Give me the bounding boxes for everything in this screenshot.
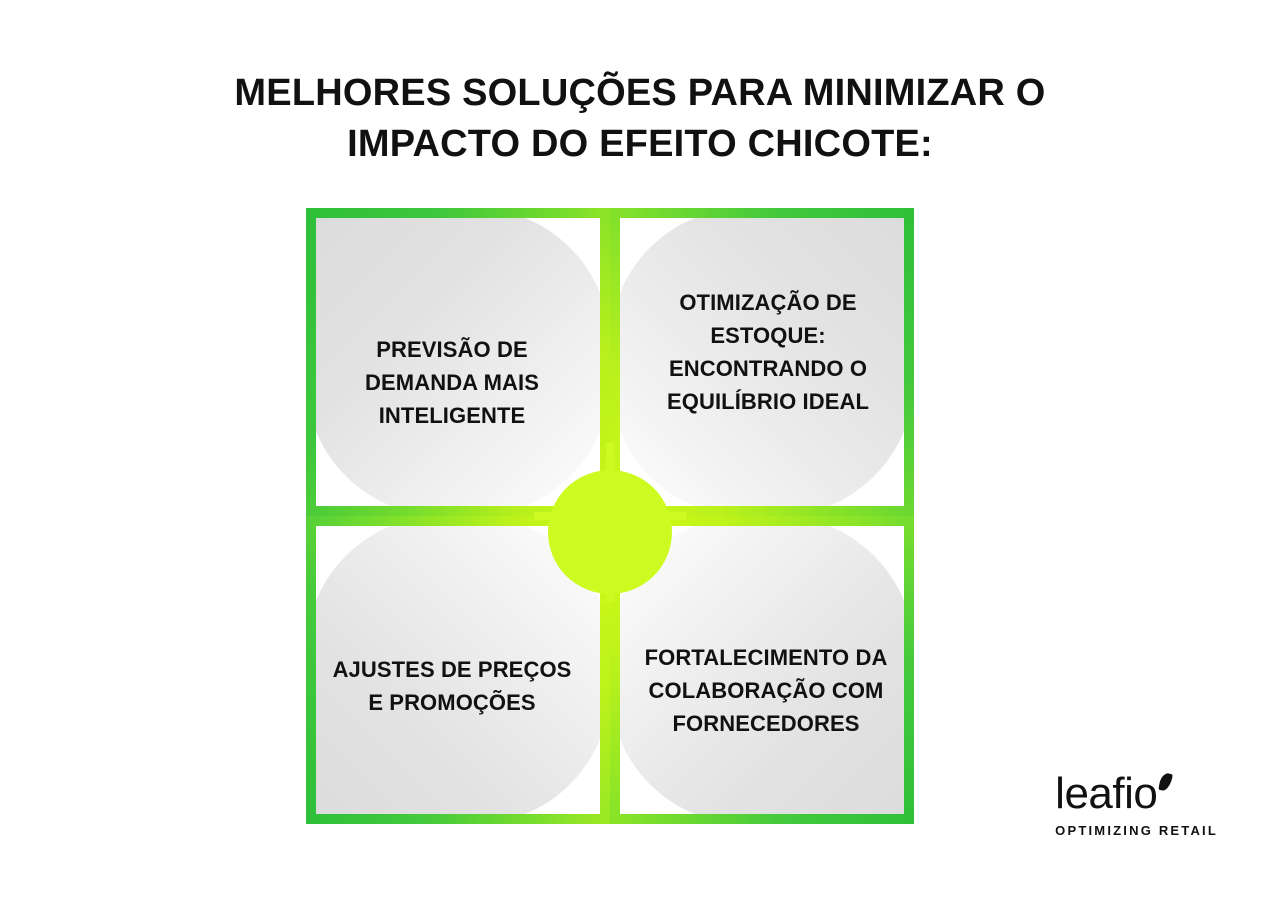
petal-bottom-right-label: FORTALECIMENTO DA COLABORAÇÃO COM FORNEC… <box>644 644 888 736</box>
page-title-line-2: IMPACTO DO EFEITO CHICOTE: <box>347 123 933 165</box>
petal-bottom-left-label: AJUSTES DE PREÇOS E PROMOÇÕES <box>332 657 572 715</box>
logo-wordmark: leafio <box>1055 769 1174 818</box>
logo-tagline: OPTIMIZING RETAIL <box>1055 823 1218 838</box>
center-circle <box>548 470 672 594</box>
petal-top-right-label: OTIMIZAÇÃO DE ESTOQUE: ENCONTRANDO O EQU… <box>666 290 870 414</box>
logo-wordmark-text: leafio <box>1055 769 1158 818</box>
petal-top-left-label: PREVISÃO DE DEMANDA MAIS INTELIGENTE <box>365 336 539 428</box>
petal-top-left: PREVISÃO DE DEMANDA MAIS INTELIGENTE <box>306 208 610 516</box>
petal-top-right: OTIMIZAÇÃO DE ESTOQUE: ENCONTRANDO O EQU… <box>610 208 914 516</box>
leaf-icon <box>1158 771 1174 793</box>
leafio-logo: leafio OPTIMIZING RETAIL <box>1055 769 1218 839</box>
four-petal-diagram: PREVISÃO DE DEMANDA MAIS INTELIGENTE OTI… <box>290 192 930 840</box>
page-title: MELHORES SOLUÇÕES PARA MINIMIZAR O IMPAC… <box>0 68 1280 170</box>
page-title-line-1: MELHORES SOLUÇÕES PARA MINIMIZAR O <box>234 72 1046 114</box>
